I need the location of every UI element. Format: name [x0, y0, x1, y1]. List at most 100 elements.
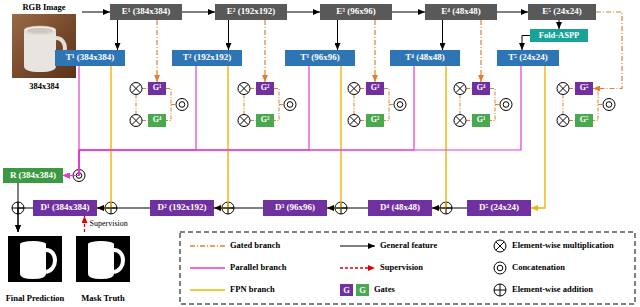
feature-arrow [392, 12, 425, 13]
encoder-box: E⁴ (48x48) [425, 4, 497, 20]
gated-branch [593, 12, 622, 89]
multiply-symbol [557, 83, 569, 95]
node-label: E⁵ (24x24) [542, 7, 581, 16]
node-label: Fold-ASPP [539, 31, 580, 40]
node-label: Mask Truth [81, 294, 124, 303]
general-sample [340, 246, 375, 247]
fpn-branch [432, 66, 446, 208]
gated-branch [264, 20, 265, 82]
feature-arrow [522, 36, 530, 51]
parallel-sample [190, 267, 225, 268]
node-label: E⁴ (48x48) [441, 7, 480, 16]
decoder-box: D⁴ (48x48) [368, 200, 432, 216]
legend-text: Supervision [380, 263, 423, 272]
feature-arrow [432, 208, 467, 209]
node-label: T⁵ (24x24) [508, 53, 547, 62]
legend-text: Concatenation [512, 263, 565, 272]
concat-sample [494, 262, 506, 274]
fpn-branch [214, 66, 228, 208]
gate-swatch: G [356, 284, 369, 296]
node-label: T² (192x192) [183, 53, 231, 62]
node-label: D⁴ (48x48) [380, 203, 420, 212]
encoder-box: E³ (96x96) [320, 4, 392, 20]
node-label: G² [261, 84, 270, 92]
refine-box: R (384x384) [3, 168, 63, 183]
node-label: E³ (96x96) [336, 7, 375, 16]
node-label: T⁴ (48x48) [405, 53, 444, 62]
multiply-symbol [238, 115, 250, 127]
feature-arrow [18, 208, 33, 232]
concat-symbol [500, 99, 512, 111]
transition-box: T² (192x192) [172, 50, 242, 66]
feature-arrow [97, 208, 150, 209]
concat-symbol [603, 99, 615, 111]
transition-box: T³ (96x96) [285, 50, 355, 66]
node-label: T¹ (384x384) [66, 53, 114, 62]
encoder-box: E¹ (384x384) [110, 4, 182, 20]
legend-samples [190, 240, 506, 296]
legend-text: Gates [374, 285, 395, 294]
node-label: D⁵ (24x24) [479, 203, 519, 212]
parallel-branch [63, 66, 196, 176]
gate-box: G⁴ [472, 82, 490, 95]
node-label: RGB Image [22, 3, 65, 12]
transition-box: T⁴ (48x48) [390, 50, 460, 66]
feature-arrow [497, 12, 528, 13]
fpn-branch [531, 66, 545, 208]
decoder-box: D⁵ (24x24) [467, 200, 531, 216]
prediction-mask: Final Prediction [2, 232, 68, 304]
node-label: G¹ [477, 116, 486, 124]
node-label: G³ [261, 116, 270, 124]
node-label: G⁵ [580, 116, 589, 124]
gate-box: G² [256, 82, 274, 95]
gate-box: G⁴ [148, 114, 166, 127]
add-symbols [12, 170, 452, 215]
legend-text: FPN branch [230, 285, 275, 294]
fpn-sample [190, 289, 225, 291]
add-sample [494, 284, 506, 296]
feature-arrow [559, 20, 560, 29]
feature-arrow [18, 183, 19, 232]
node-label: G⁵ [580, 84, 589, 92]
node-label: G⁴ [153, 116, 162, 124]
gate-box: G² [366, 114, 384, 127]
node-label: D³ (96x96) [275, 203, 315, 212]
multiply-symbol [454, 115, 466, 127]
supervision-sample [340, 267, 375, 268]
gate-swatch: G [340, 284, 353, 296]
gate-box: G³ [256, 114, 274, 127]
multiply-symbol [130, 115, 142, 127]
feature-arrow [82, 12, 110, 13]
feature-arrow [287, 12, 320, 13]
prediction-mask-picture [8, 236, 62, 282]
decoder-box: D² (192x192) [150, 200, 214, 216]
edge-label: Supervision [89, 220, 129, 229]
multiply-symbol [348, 115, 360, 127]
transition-box: T¹ (384x384) [55, 50, 125, 66]
node-label: R (384x384) [10, 171, 56, 180]
gate-box: G¹ [472, 114, 490, 127]
feature-arrow [442, 20, 443, 50]
input-image: RGB Image384x384 [6, 2, 82, 92]
node-label: D¹ (384x384) [41, 203, 90, 212]
mug-photo [12, 14, 76, 78]
parallel-branch [63, 66, 309, 176]
node-label: Final Prediction [6, 294, 65, 303]
aspp-box: Fold-ASPP [530, 29, 588, 42]
feature-arrow [228, 20, 229, 50]
legend-text: Element-wise multiplication [512, 241, 614, 250]
gate-letter: G [359, 285, 366, 295]
node-label: G⁴ [477, 84, 486, 92]
legend-text: Element-wise addition [512, 285, 593, 294]
legend-frame [180, 232, 635, 304]
truth-mask: Mask Truth [72, 232, 134, 304]
multiply-symbol [454, 83, 466, 95]
concat-symbol [394, 99, 406, 111]
feature-arrow [214, 208, 263, 209]
node-label: G² [371, 116, 380, 124]
multiply-sample [494, 240, 506, 252]
gate-box: G⁵ [575, 82, 593, 95]
encoder-box: E² (192x192) [215, 4, 287, 20]
